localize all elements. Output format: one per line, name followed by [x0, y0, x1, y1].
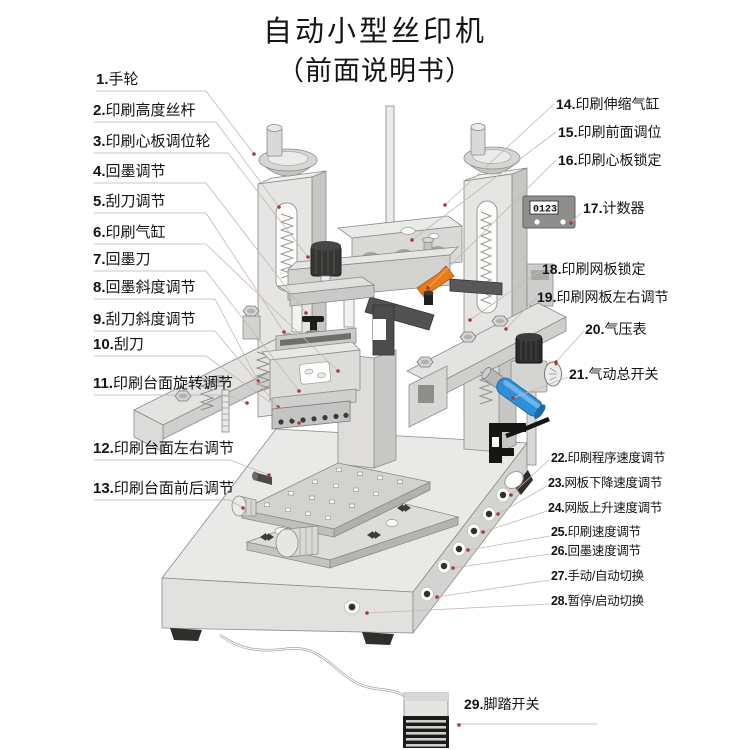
- pedal-cable: [219, 633, 407, 699]
- machine-foot: [170, 628, 202, 641]
- part-label-25: 25.印刷速度调节: [551, 525, 641, 539]
- part-label-21: 21.气动总开关: [569, 366, 659, 382]
- page-title: 自动小型丝印机: [262, 16, 487, 48]
- part-label-22: 22.印刷程序速度调节: [551, 451, 666, 465]
- part-label-7: 7.回墨刀: [93, 251, 151, 268]
- part-label-24: 24.网版上升速度调节: [548, 501, 663, 515]
- roller: [275, 525, 319, 558]
- part-label-26: 26.回墨速度调节: [551, 544, 641, 558]
- right-handwheel: [463, 123, 521, 175]
- part-label-29: 29.脚踏开关: [464, 696, 540, 712]
- part-label-17: 17.计数器: [583, 200, 645, 216]
- part-label-23: 23.网板下降速度调节: [548, 476, 663, 490]
- part-label-3: 3.印刷心板调位轮: [93, 133, 211, 150]
- machine-foot: [514, 470, 533, 495]
- part-label-18: 18.印刷网板锁定: [542, 261, 646, 277]
- part-label-1: 1.手轮: [96, 71, 139, 88]
- part-label-10: 10.刮刀: [93, 336, 144, 353]
- part-label-12: 12.印刷台面左右调节: [93, 440, 234, 457]
- print-head-assembly: [255, 276, 376, 430]
- front-back-adjust-cylinder: [231, 495, 257, 517]
- pneumatic-main-switch: [481, 367, 546, 419]
- part-label-14: 14.印刷伸缩气缸: [556, 96, 660, 112]
- part-label-5: 5.刮刀调节: [93, 193, 166, 210]
- regulator-knob: [515, 333, 543, 364]
- part-label-9: 9.刮刀斜度调节: [93, 311, 196, 328]
- part-label-8: 8.回墨斜度调节: [93, 279, 196, 296]
- pressure-gauge: [544, 361, 562, 387]
- left-right-adjust-rod: [252, 471, 272, 485]
- tower-clamp-block: [242, 315, 261, 340]
- part-label-28: 28.暂停/启动切换: [551, 594, 644, 608]
- part-label-6: 6.印刷气缸: [93, 224, 166, 241]
- counter-value: 0123: [533, 205, 557, 216]
- part-label-16: 16.印刷心板锁定: [558, 152, 662, 168]
- part-label-13: 13.印刷台面前后调节: [93, 480, 234, 497]
- base-port-hole: [504, 470, 524, 490]
- pressure-regulator: [481, 333, 562, 466]
- lock-lever-group: [364, 265, 503, 356]
- pause-start-button: [344, 599, 360, 615]
- air-valve-bracket: [489, 416, 550, 463]
- page-subtitle: （前面说明书）: [277, 56, 473, 86]
- counter-button: [560, 219, 566, 225]
- table-holes: [264, 467, 403, 520]
- part-label-27: 27.手动/自动切换: [551, 569, 644, 583]
- work-table: [231, 462, 460, 569]
- foot-pedal: [403, 692, 449, 748]
- rail-spring: [199, 377, 215, 411]
- tilt-spring: [255, 351, 271, 393]
- squeegee-assembly: [271, 400, 351, 430]
- counter-button: [534, 219, 540, 225]
- counter-box: 0123: [522, 195, 576, 229]
- leader-lines: [94, 90, 597, 727]
- part-label-19: 19.印刷网板左右调节: [537, 289, 669, 305]
- wing-bolts: [260, 504, 411, 541]
- lead-screw-spring: [279, 213, 295, 279]
- part-label-20: 20.气压表: [585, 321, 647, 337]
- machine-foot: [362, 632, 394, 645]
- part-label-4: 4.回墨调节: [93, 163, 166, 180]
- left-handwheel: [258, 124, 318, 177]
- part-label-15: 15.印刷前面调位: [558, 124, 662, 140]
- cylinder-rod: [385, 105, 395, 229]
- part-label-2: 2.印刷高度丝杆: [93, 102, 196, 119]
- speed-adjust-buttons: [420, 487, 510, 602]
- counter-display: [529, 200, 559, 215]
- part-label-11: 11.印刷台面旋转调节: [93, 375, 234, 392]
